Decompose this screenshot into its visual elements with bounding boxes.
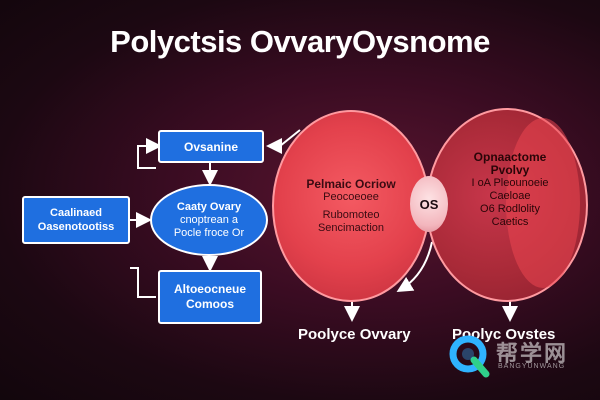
left-circle-line-3: Rubomoteo	[322, 209, 380, 221]
right-circle-line-1: Opnaactome	[473, 150, 547, 164]
left-circle-line-4: Sencimaction	[317, 222, 385, 234]
caaty-ovary-node: Caaty Ovary cnoptrean a Pocle froce Or	[150, 184, 268, 256]
caalinaed-line-2: Oasenotootiss	[37, 221, 115, 233]
watermark-logo-icon	[449, 335, 490, 378]
left-circle-text: Pelmaic Ocriow Peocoeoee Rubomoteo Senci…	[292, 178, 410, 235]
watermark-subtext: BANGYUNWANG	[498, 363, 566, 370]
page-title: Polyctsis OvvaryOysnome	[110, 24, 490, 59]
bottom-label-left: Poolyce Ovvary	[298, 326, 411, 343]
caalinaed-box: Caalinaed Oasenotootiss	[22, 196, 130, 244]
caaty-line-3: Pocle froce Or	[173, 226, 245, 239]
bracket-top	[137, 138, 162, 169]
left-circle-line-2: Peocoeoee	[323, 191, 379, 203]
watermark-text: 帮学网	[496, 342, 569, 367]
ovsanine-label: Ovsanine	[183, 139, 239, 154]
caaty-line-2: cnoptrean a	[179, 213, 239, 226]
right-circle-line-2: Pvolvy	[490, 163, 530, 177]
altoeocneue-box: Altoeocneue Comoos	[158, 270, 262, 324]
os-overlap-node: OS	[410, 176, 448, 232]
arrow-circle-to-top	[266, 129, 301, 154]
right-circle-line-6: Caetics	[491, 216, 529, 228]
right-circle-line-4: Caeloae	[489, 190, 531, 202]
right-circle-text: Opnaactome Pvolvy I oA Pleounoeie Caeloa…	[454, 151, 566, 229]
polycystic-ovary-circle-left	[272, 110, 430, 302]
caalinaed-line-1: Caalinaed	[50, 207, 102, 219]
bracket-bottom	[130, 267, 156, 298]
os-label: OS	[419, 196, 439, 212]
watermark: 帮学网 BANGYUNWANG	[446, 332, 596, 380]
altoeocneue-line-2: Comoos	[186, 297, 234, 311]
caaty-line-1: Caaty Ovary	[176, 200, 242, 213]
left-circle-line-1: Pelmaic Ocriow	[306, 177, 396, 191]
ovsanine-box: Ovsanine	[158, 130, 264, 163]
right-circle-line-3: I oA Pleounoeie	[471, 177, 549, 189]
arrow-os-curve	[396, 241, 433, 293]
right-circle-inner-lobe	[506, 118, 580, 288]
altoeocneue-line-1: Altoeocneue	[173, 282, 246, 296]
right-circle-line-5: O6 Rodlolity	[480, 203, 540, 215]
